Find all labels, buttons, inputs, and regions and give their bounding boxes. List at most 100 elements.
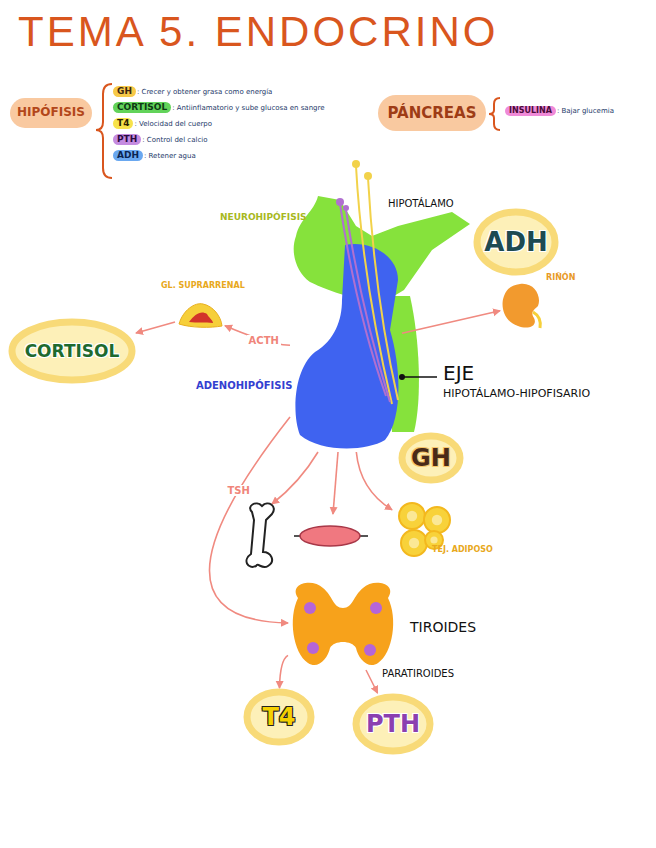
thyroid-shape (293, 583, 393, 665)
part-label: TIROIDES (410, 620, 476, 635)
shape-outline (290, 240, 402, 452)
edge-label: ACTH (247, 335, 281, 346)
axis-label: EJE (443, 362, 474, 385)
legend-row: GH: Crecer y obtener grasa como energía (113, 86, 272, 97)
hormone-tag: INSULINA (505, 106, 556, 116)
parathyroid-dot (307, 642, 319, 654)
hormone-tag: PTH (113, 134, 141, 145)
hormone-function: : Bajar glucemia (557, 107, 614, 115)
legend-row: CORTISOL: Antiinflamatorio y sube glucos… (113, 102, 325, 113)
neuron-axon (356, 166, 392, 404)
brace (489, 98, 500, 130)
adrenal-core (189, 312, 213, 323)
muscle (300, 526, 360, 546)
circle-shape (12, 322, 132, 380)
fat-droplet (407, 511, 417, 521)
neuron-body (352, 160, 360, 168)
legend-row: INSULINA: Bajar glucemia (505, 106, 614, 116)
circle-shape (477, 212, 555, 272)
part-label: PARATIROIDES (382, 668, 454, 680)
circle-shape (356, 697, 430, 751)
node-shape: TEJ. ADIPOSO (392, 498, 454, 560)
fat-droplet (432, 515, 442, 525)
connector-arrow (225, 326, 290, 346)
node-shape: ADH (473, 208, 559, 276)
legend-row: T4: Velocidad del cuerpo (113, 118, 212, 129)
neuron-body (364, 172, 372, 180)
part-label: NEUROHIPÓFISIS (220, 212, 307, 222)
node-shape: PÁNCREAS (378, 95, 486, 131)
node-shape: CORTISOL (8, 318, 136, 384)
brace (96, 84, 112, 178)
neuron-axon (340, 204, 386, 396)
title: TEMA 5. ENDOCRINO (18, 8, 498, 56)
hormone-function: : Control del calcio (142, 136, 207, 144)
node-shape: GL. SUPRARRENAL (175, 300, 225, 330)
neuron-axon (368, 178, 398, 400)
part-label: TEJ. ADIPOSO (432, 546, 493, 555)
connector-arrow (366, 670, 378, 693)
neuron-body (336, 198, 344, 206)
legend-row: ADH: Retener agua (113, 150, 196, 161)
shape-outline (175, 300, 225, 330)
circle-shape (402, 436, 460, 480)
node-shape: T4 (243, 688, 315, 746)
parathyroid-dot (364, 644, 376, 656)
neuron-body (343, 205, 349, 211)
fat-cell (424, 507, 450, 533)
ureter (533, 312, 540, 328)
bone (247, 504, 274, 568)
connector-arrow (209, 417, 290, 623)
node-shape: RIÑÓN (500, 282, 542, 330)
leader-line (402, 376, 437, 378)
part-label: RIÑÓN (546, 274, 575, 283)
arrow-to-bone (272, 452, 318, 504)
connector-arrow (402, 311, 500, 333)
connector-arrow (280, 655, 288, 688)
node-label: HIPÓFISIS (17, 106, 85, 119)
node-shape: HIPÓFISIS (10, 98, 92, 128)
part-label: ADENOHIPÓFISIS (196, 380, 292, 391)
node-label: T4 (262, 704, 295, 730)
hormone-tag: T4 (113, 118, 133, 129)
hormone-function: : Retener agua (144, 152, 196, 160)
parathyroid-dot (304, 602, 316, 614)
adenohypophysis-shape (295, 244, 398, 448)
legend-row: PTH: Control del calcio (113, 134, 207, 145)
part-label: HIPOTÁLAMO (388, 198, 454, 210)
pill-shape (378, 95, 486, 131)
node-shape: GH (398, 432, 464, 484)
leader-dot (399, 374, 405, 380)
node-shape: PTH (352, 693, 434, 755)
hormone-function: : Velocidad del cuerpo (134, 120, 212, 128)
fat-droplet (430, 536, 437, 543)
axis-label: HIPOTÁLAMO-HIPOFISARIO (443, 388, 590, 401)
adrenal-shape (179, 304, 222, 328)
neuron-axon (346, 210, 390, 402)
node-label: GH (411, 445, 451, 471)
node-shape: ADENOHIPÓFISIS (290, 240, 402, 452)
hormone-function: : Crecer y obtener grasa como energía (137, 88, 272, 96)
parathyroid-dot (370, 602, 382, 614)
hormone-function: : Antiinflamatorio y sube glucosa en san… (172, 104, 324, 112)
edge-label: TSH (226, 485, 252, 496)
hormone-tag: CORTISOL (113, 102, 171, 113)
circle-shape (247, 692, 311, 742)
node-shape: TIROIDES (288, 578, 398, 670)
arrow-to-muscle (333, 452, 338, 514)
node-label: PÁNCREAS (388, 105, 477, 122)
fat-cell (399, 503, 425, 529)
connector-arrow (356, 452, 392, 510)
kidney-shape (503, 284, 539, 328)
shape-outline (288, 578, 398, 670)
pill-shape (10, 98, 92, 128)
shape-outline (500, 282, 542, 330)
node-label: CORTISOL (25, 342, 120, 361)
fat-cell (401, 530, 427, 556)
hormone-tag: GH (113, 86, 136, 97)
connector-arrow (136, 322, 175, 333)
part-label: GL. SUPRARRENAL (161, 282, 245, 291)
node-label: PTH (366, 711, 420, 737)
hormone-tag: ADH (113, 150, 143, 161)
